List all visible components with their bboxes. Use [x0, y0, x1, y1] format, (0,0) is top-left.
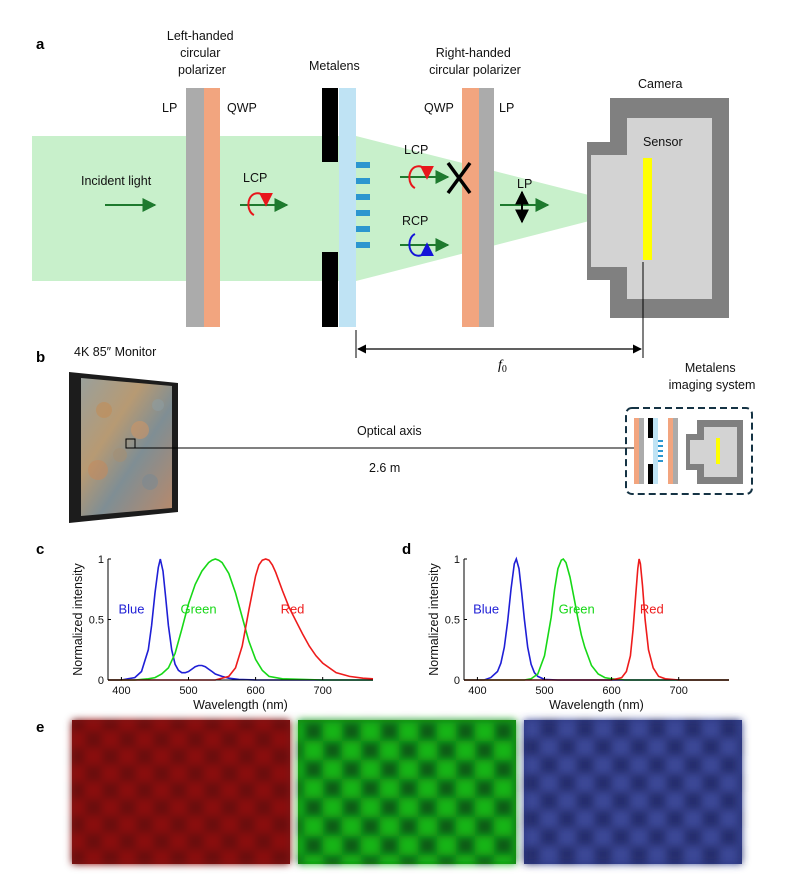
right-qwp-plate	[462, 88, 479, 327]
rcp-rotation-icon	[408, 233, 434, 257]
checkerboard-image-red	[72, 720, 290, 864]
chart-c-x-tick-label: 400	[112, 685, 130, 697]
sensor	[643, 158, 652, 260]
chart-c-y-tick-label: 1	[98, 554, 104, 566]
chart-c-y-axis-label: Normalized intensity	[71, 562, 85, 675]
lcp-out-rotation-icon	[408, 165, 434, 189]
chart-c-x-tick-label: 700	[314, 685, 332, 697]
focal-length-label: f0	[498, 358, 507, 375]
incident-beam	[32, 136, 192, 281]
chart-d-y-tick-label: 0	[454, 675, 460, 687]
camera-label: Camera	[638, 77, 683, 91]
left-qwp-plate	[204, 88, 220, 327]
chart-c-series-red	[108, 558, 374, 681]
checkerboard-image-green	[298, 720, 516, 864]
sensor-label: Sensor	[643, 135, 683, 149]
chart-d-x-axis-label: Wavelength (nm)	[549, 698, 644, 712]
chart-c-x-tick-label: 500	[179, 685, 197, 697]
chart-d-x-tick-label: 400	[468, 685, 486, 697]
optical-axis-label: Optical axis	[357, 424, 422, 438]
chart-d-x-tick-label: 700	[670, 685, 688, 697]
panel-label-e: e	[36, 719, 44, 736]
lcp-in-rotation-icon	[247, 192, 273, 216]
chart-c-annotation-red: Red	[281, 601, 305, 616]
lcp-in-label: LCP	[243, 171, 267, 185]
panel-label-c: c	[36, 541, 44, 558]
left-polarizer-title: Left-handed circular polarizer	[167, 29, 237, 77]
chart-d-y-tick-label: 1	[454, 554, 460, 566]
right-polarizer-title: Right-handed circular polarizer	[429, 46, 521, 77]
aperture-bottom	[322, 252, 338, 327]
chart-d-x-tick-label: 500	[535, 685, 553, 697]
checkerboard-image-blue	[524, 720, 742, 864]
mini-system	[634, 418, 743, 484]
panel-label-a: a	[36, 36, 45, 53]
chart-d-annotation-green: Green	[559, 601, 595, 616]
label-lp-right: LP	[499, 101, 514, 115]
chart-d-series-red	[464, 558, 729, 681]
left-lp-plate	[186, 88, 204, 327]
monitor-label: 4K 85″ Monitor	[74, 345, 156, 359]
chart-c-x-axis-label: Wavelength (nm)	[193, 698, 288, 712]
metalens-system-box	[625, 407, 753, 495]
chart-d-y-axis-label: Normalized intensity	[427, 562, 441, 675]
panel-label-b: b	[36, 349, 45, 366]
chart-d-annotation-red: Red	[640, 601, 664, 616]
lcp-out-label: LCP	[404, 143, 428, 157]
chart-c-annotation-green: Green	[180, 601, 216, 616]
monitor-roi-box	[125, 438, 136, 449]
chart-c-x-tick-label: 600	[246, 685, 264, 697]
right-lp-plate	[479, 88, 494, 327]
monitor-screen-texture	[88, 399, 164, 490]
chart-c-y-tick-label: 0	[98, 675, 104, 687]
metalens-label: Metalens	[309, 59, 360, 73]
distance-label: 2.6 m	[369, 461, 400, 475]
metalens-nanostructures	[356, 162, 370, 248]
metalens-substrate	[339, 88, 356, 327]
chart-c-series-green	[108, 558, 373, 681]
panel-label-d: d	[402, 541, 411, 558]
chart-c-y-tick-label: 0.5	[89, 615, 104, 627]
blocked-x-icon	[446, 161, 472, 195]
lp-out-label: LP	[517, 177, 532, 191]
aperture-top	[322, 88, 338, 162]
chart-d-annotation-blue: Blue	[473, 601, 499, 616]
incident-light-label: Incident light	[81, 174, 152, 188]
chart-d-series-blue	[464, 556, 729, 681]
rcp-out-label: RCP	[402, 214, 428, 228]
chart-d-x-tick-label: 600	[602, 685, 620, 697]
chart-d-series-green	[464, 557, 729, 681]
label-qwp-left: QWP	[227, 101, 257, 115]
beam-after-polarizer	[219, 136, 339, 281]
chart-d-y-tick-label: 0.5	[445, 615, 460, 627]
chart-c-series-blue	[108, 558, 373, 681]
label-qwp-right: QWP	[424, 101, 454, 115]
metalens-system-title: Metalens imaging system	[669, 361, 756, 392]
chart-c-annotation-blue: Blue	[118, 601, 144, 616]
label-lp-left: LP	[162, 101, 177, 115]
